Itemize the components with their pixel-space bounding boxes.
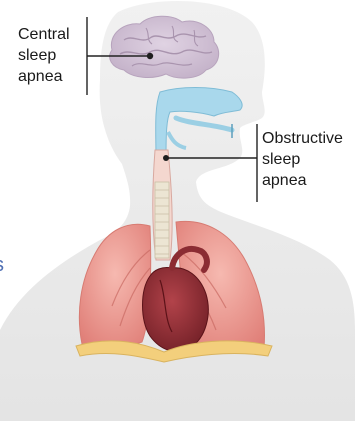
central-label-line-2: sleep: [18, 45, 84, 66]
cropped-text-fragment: s: [0, 253, 4, 277]
central-label-line-3: apnea: [18, 66, 84, 87]
obstructive-label-line-1: Obstructive: [262, 128, 355, 149]
central-label-line-1: Central: [18, 24, 84, 45]
obstructive-label-line-2: sleep: [262, 149, 355, 170]
central-sleep-apnea-label: Central sleep apnea: [18, 24, 84, 87]
brain-icon: [110, 16, 219, 78]
obstructive-label-line-3: apnea: [262, 170, 355, 191]
cropped-text-s: s: [0, 254, 4, 276]
obstructive-sleep-apnea-label: Obstructive sleep apnea: [262, 128, 355, 191]
trachea-icon: [153, 150, 172, 260]
